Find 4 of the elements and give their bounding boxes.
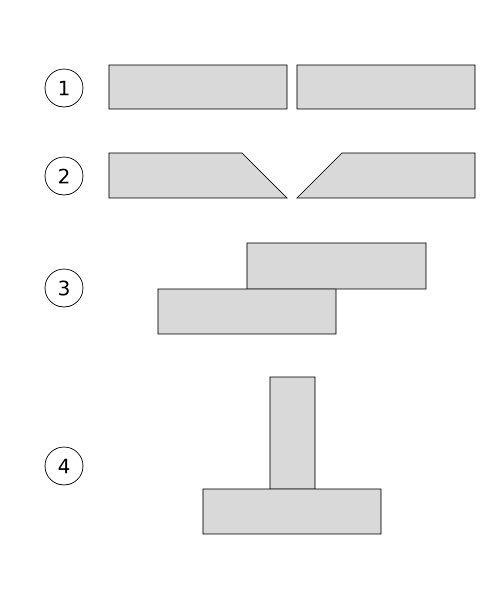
- callout-number: 1: [44, 68, 84, 108]
- callout-number: 3: [44, 268, 84, 308]
- callout-number: 2: [44, 156, 84, 196]
- callout-number: 4: [44, 446, 84, 486]
